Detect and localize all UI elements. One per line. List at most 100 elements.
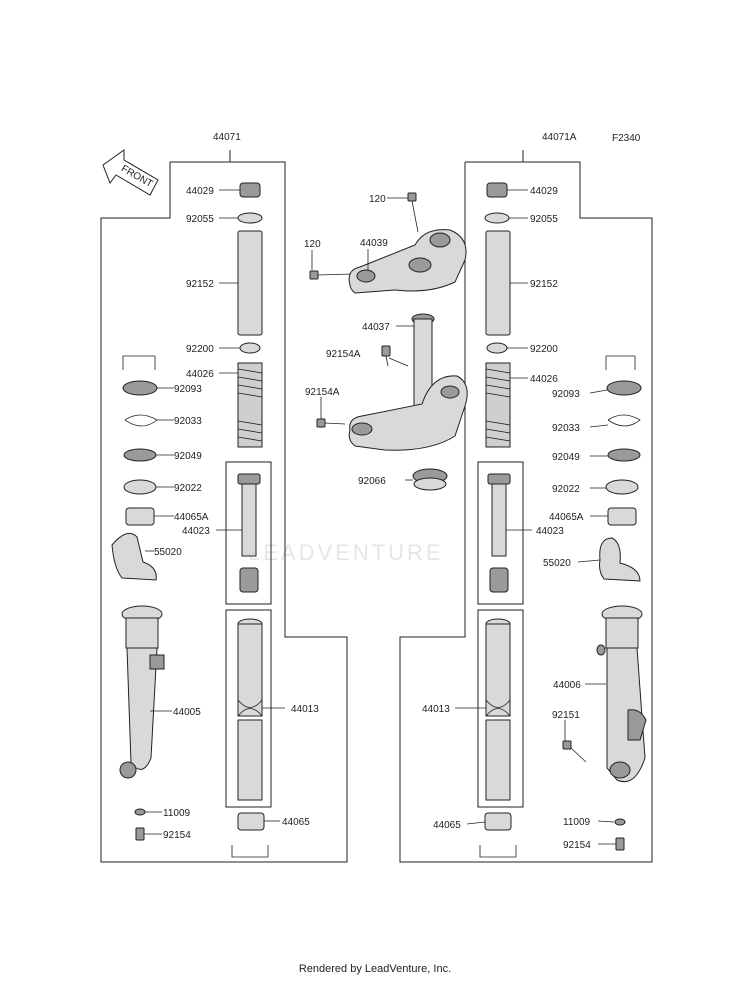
label-11009: 11009 [163,808,191,819]
label-92154A-lower: 92154A [305,387,340,398]
label-92049: 92049 [174,451,202,462]
ring-92022-right [605,479,639,495]
washer-92200 [239,342,261,354]
right-labels: 44071A 44029 92055 92152 92200 44026 920… [422,132,591,851]
oil-seal-92093-right [606,380,642,396]
bush-44065A [125,507,155,526]
steering-stem-44037 [348,313,468,451]
dust-seal-92049 [123,448,157,462]
label-44013: 44013 [291,704,319,715]
label-92055: 92055 [186,214,214,225]
center-parts [309,192,468,491]
label-92033: 92033 [174,416,202,427]
outer-tube-44005 [119,605,165,779]
label-92152: 92152 [186,279,214,290]
dust-seal-92049-right [607,448,641,462]
gasket-11009 [134,808,146,816]
label-11009-right: 11009 [563,817,591,828]
label-44065: 44065 [282,817,310,828]
label-55020-right: 55020 [543,558,571,569]
upper-bracket-44039 [348,229,467,294]
label-44037: 44037 [362,322,390,333]
label-92033-right: 92033 [552,423,580,434]
label-92022-right: 92022 [552,484,580,495]
front-arrow-icon: FRONT [102,149,159,196]
right-assembly-frame [399,150,653,863]
figure-code: F2340 [612,133,641,144]
label-92049-right: 92049 [552,452,580,463]
bush-44065 [237,812,265,831]
gasket-11009-right [614,818,626,826]
left-parts [111,182,269,858]
outer-tube-44006 [596,605,647,783]
label-120-upper: 120 [369,194,386,205]
inner-tube-44013 [237,618,263,801]
label-44029-right: 44029 [530,186,558,197]
cap-bolt-44029-right [486,182,508,198]
label-44065A: 44065A [174,512,209,523]
cover-55020 [111,532,157,581]
left-labels: 44071 44029 92055 92152 92200 44026 9209… [154,132,319,841]
bolt-92154-right [615,837,625,851]
label-44023-right: 44023 [536,526,564,537]
label-92093-right: 92093 [552,389,580,400]
spring-44026 [237,362,263,448]
seal-92066 [412,468,448,491]
label-44065A-right: 44065A [549,512,584,523]
center-labels: 120 120 44039 44037 92154A 92154A 92066 [304,194,390,487]
cylinder-44023-right [487,473,511,593]
right-parts [479,182,647,858]
bolt-92154A-lower [316,418,346,428]
bush-44065A-right [607,507,637,526]
label-92093: 92093 [174,384,202,395]
label-92200: 92200 [186,344,214,355]
label-44029: 44029 [186,186,214,197]
center-leader-lines [311,197,414,481]
label-92154A-upper: 92154A [326,349,361,360]
label-92154-right: 92154 [563,840,591,851]
label-44006: 44006 [553,680,581,691]
cylinder-44023 [237,473,261,593]
left-leader-lines [144,189,285,835]
bolt-92154A-upper [381,345,391,367]
clip-92033 [124,414,158,427]
o-ring-92055-right [484,212,510,224]
bolt-120-upper [407,192,419,233]
label-120-left: 120 [304,239,321,250]
inner-tube-44013-right [485,618,511,801]
pipe-92152-right [485,230,511,336]
label-44065-right: 44065 [433,820,461,831]
label-92200-right: 92200 [530,344,558,355]
o-ring-92055 [237,212,263,224]
pipe-92152 [237,230,263,336]
label-92154: 92154 [163,830,191,841]
oil-seal-92093 [122,380,158,396]
label-44026-right: 44026 [530,374,558,385]
label-44026: 44026 [186,369,214,380]
label-92022: 92022 [174,483,202,494]
clip-92033-right [607,414,641,427]
label-44071A: 44071A [542,132,577,143]
right-leader-lines [455,189,616,845]
bush-44065-right [484,812,512,831]
label-44071: 44071 [213,132,241,143]
label-55020: 55020 [154,547,182,558]
footer-credit: Rendered by LeadVenture, Inc. [298,963,452,975]
spring-44026-right [485,362,511,448]
cover-55020-right [599,537,641,582]
label-92152-right: 92152 [530,279,558,290]
washer-92200-right [486,342,508,354]
label-44005: 44005 [173,707,201,718]
cap-bolt-44029 [239,182,261,198]
label-44039: 44039 [360,238,388,249]
bolt-120-left [309,270,353,280]
label-92151: 92151 [552,710,580,721]
watermark: LEADVENTURE [248,540,444,565]
bolt-92151 [562,740,587,763]
left-assembly-frame [100,150,348,863]
label-44023: 44023 [182,526,210,537]
ring-92022 [123,479,157,495]
label-92066: 92066 [358,476,386,487]
label-92055-right: 92055 [530,214,558,225]
